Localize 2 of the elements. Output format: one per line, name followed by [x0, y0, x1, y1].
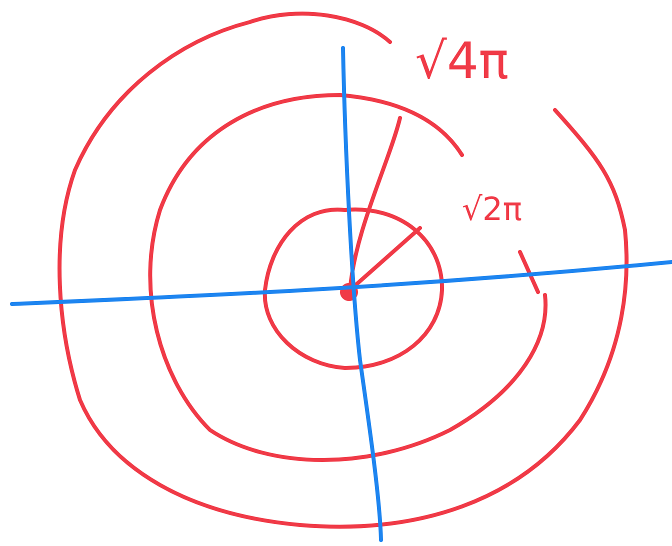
math-label: √4π — [415, 32, 509, 90]
math-label: √2π — [462, 190, 522, 228]
